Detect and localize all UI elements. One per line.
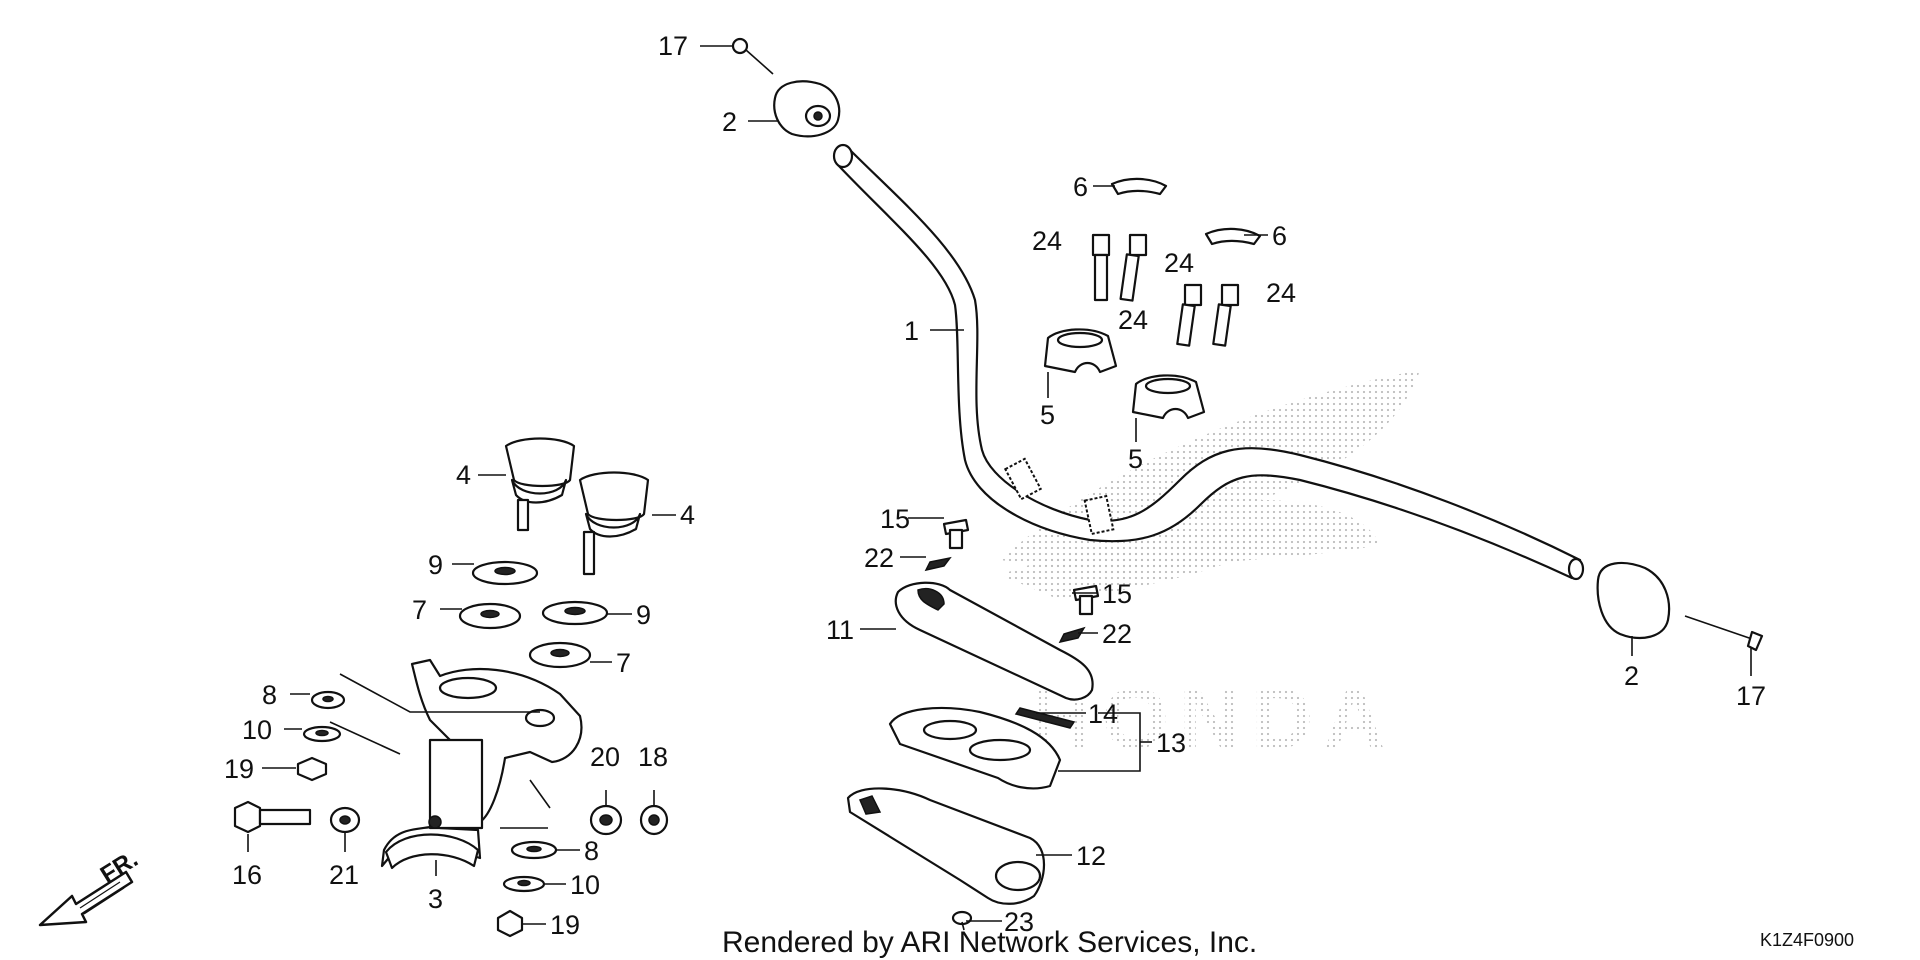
callout-24-a: 24 bbox=[1032, 226, 1062, 256]
honda-wing-watermark: HONDA bbox=[1000, 370, 1420, 767]
callout-9-b: 9 bbox=[636, 600, 651, 630]
callout-17-right: 17 bbox=[1736, 681, 1766, 711]
rubber-part-14 bbox=[1014, 707, 1076, 729]
callout-18: 18 bbox=[638, 742, 668, 772]
riser-leader-lines bbox=[329, 673, 551, 829]
callout-10-bottom: 10 bbox=[570, 870, 600, 900]
callout-22-top: 22 bbox=[864, 543, 894, 573]
lower-holder-part-4-a bbox=[504, 437, 576, 532]
screw-part-15-mid bbox=[1072, 584, 1100, 616]
lower-holder-part-4-b bbox=[578, 471, 650, 576]
washer-part-10-bottom bbox=[502, 875, 546, 893]
upper-holder-part-5-a bbox=[1043, 328, 1118, 374]
front-direction-arrow: FR. bbox=[38, 845, 143, 927]
washer-part-8-bottom bbox=[510, 840, 558, 860]
callout-12: 12 bbox=[1076, 841, 1106, 871]
nut-part-18 bbox=[639, 804, 669, 836]
callout-14: 14 bbox=[1088, 699, 1118, 729]
screw-part-15-top bbox=[942, 518, 970, 550]
callout-6-b: 6 bbox=[1272, 221, 1287, 251]
bolt-part-24-d bbox=[1212, 283, 1240, 347]
callout-7-a: 7 bbox=[412, 595, 427, 625]
callout-8-left: 8 bbox=[262, 680, 277, 710]
callout-7-b: 7 bbox=[616, 648, 631, 678]
front-direction-label: FR. bbox=[96, 845, 143, 888]
clip-part-6-a bbox=[1110, 177, 1168, 196]
callout-9-a: 9 bbox=[428, 550, 443, 580]
callout-3: 3 bbox=[428, 884, 443, 914]
nut-part-19-bottom bbox=[496, 909, 524, 938]
bolt-part-17-right bbox=[1684, 615, 1764, 652]
callout-24-d: 24 bbox=[1266, 278, 1296, 308]
washer-part-21 bbox=[329, 806, 361, 834]
washer-part-10-left bbox=[302, 725, 342, 743]
callout-2-right: 2 bbox=[1624, 661, 1639, 691]
callout-4-b: 4 bbox=[680, 500, 695, 530]
callout-15-mid: 15 bbox=[1102, 579, 1132, 609]
callout-22-mid: 22 bbox=[1102, 619, 1132, 649]
footer-credit: Rendered by ARI Network Services, Inc. bbox=[722, 926, 1257, 959]
callout-21: 21 bbox=[329, 860, 359, 890]
upper-holder-part-5-b bbox=[1131, 374, 1206, 420]
callout-24-c: 24 bbox=[1118, 305, 1148, 335]
lower-cover-part-12 bbox=[846, 787, 1045, 905]
callout-23: 23 bbox=[1004, 907, 1034, 937]
bolt-part-24-b bbox=[1119, 233, 1148, 302]
cushion-part-7-b bbox=[528, 641, 592, 669]
nut-part-19-left bbox=[296, 756, 328, 782]
bolt-part-24-a bbox=[1091, 233, 1111, 302]
bar-end-weight-part-2-top bbox=[773, 80, 841, 138]
callout-6-a: 6 bbox=[1073, 172, 1088, 202]
cushion-part-9-b bbox=[541, 600, 609, 626]
handlebar-part-1 bbox=[832, 143, 1585, 581]
diagram-code: K1Z4F0900 bbox=[1760, 930, 1854, 950]
callout-5-b: 5 bbox=[1128, 444, 1143, 474]
callout-15-top: 15 bbox=[880, 504, 910, 534]
callout-16: 16 bbox=[232, 860, 262, 890]
cushion-part-7-a bbox=[458, 602, 522, 630]
collar-part-20 bbox=[589, 804, 623, 836]
callout-17-top: 17 bbox=[658, 31, 688, 61]
clip-part-6-b bbox=[1204, 227, 1262, 246]
callout-19-left: 19 bbox=[224, 754, 254, 784]
callout-1: 1 bbox=[904, 316, 919, 346]
spring-part-22-top bbox=[924, 556, 952, 572]
bolt-part-16 bbox=[233, 800, 312, 834]
washer-part-8-left bbox=[310, 690, 346, 710]
callout-24-b: 24 bbox=[1164, 248, 1194, 278]
callout-11: 11 bbox=[826, 615, 854, 645]
spring-part-22-mid bbox=[1058, 626, 1086, 644]
bar-end-weight-part-2-right bbox=[1596, 562, 1671, 640]
callout-leader-lines bbox=[247, 45, 1752, 925]
riser-part-3 bbox=[380, 658, 583, 870]
callout-2-top: 2 bbox=[722, 107, 737, 137]
cushion-part-9-a bbox=[471, 560, 539, 586]
bolt-part-24-c bbox=[1176, 283, 1203, 347]
callout-4-a: 4 bbox=[456, 460, 471, 490]
cover-part-11 bbox=[894, 581, 1094, 701]
holder-part-13 bbox=[888, 706, 1062, 790]
callout-20: 20 bbox=[590, 742, 620, 772]
bolt-part-17-top bbox=[731, 37, 774, 75]
callout-19-bottom: 19 bbox=[550, 910, 580, 940]
callout-5-a: 5 bbox=[1040, 400, 1055, 430]
callout-8-bottom: 8 bbox=[584, 836, 599, 866]
callout-labels: 17 2 1 6 6 24 24 24 24 5 5 4 4 9 7 9 7 8… bbox=[224, 31, 1766, 940]
callout-10-left: 10 bbox=[242, 715, 272, 745]
callout-13: 13 bbox=[1156, 728, 1186, 758]
